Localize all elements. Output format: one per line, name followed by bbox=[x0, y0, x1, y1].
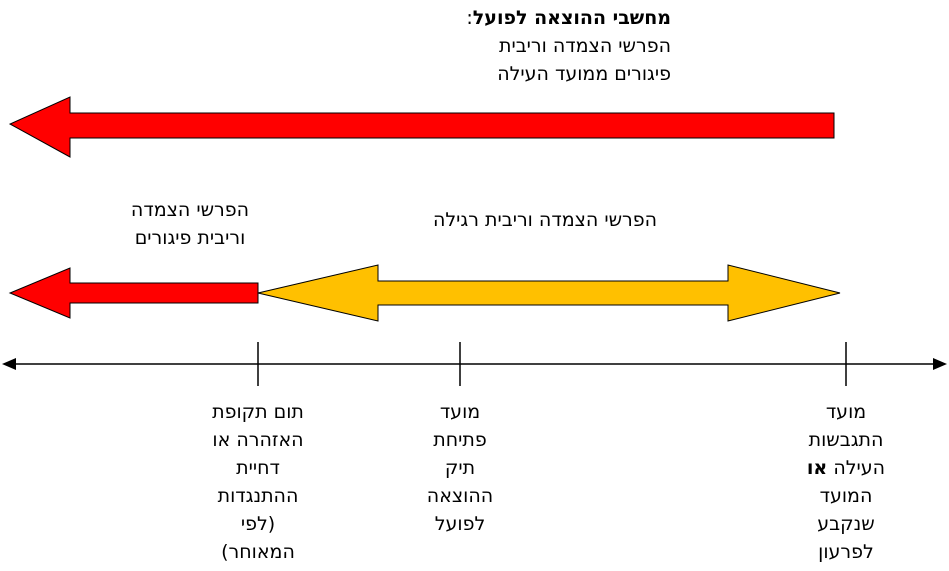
tick-label-right-line-4: המועד bbox=[819, 485, 873, 507]
tick-label-right-line-2: התגבשות bbox=[808, 429, 884, 451]
tick-label-right-line-3-bold: או bbox=[806, 457, 828, 479]
tick-label-left-line-2: האזהרה או bbox=[212, 429, 304, 451]
left-red-arrow bbox=[8, 267, 259, 319]
tick-label-middle: מועד פתיחת תיק ההוצאה לפועל bbox=[380, 398, 540, 538]
tick-label-left-line-5: (לפי bbox=[240, 513, 276, 535]
tick-label-left-line-1: תום תקופת bbox=[212, 401, 304, 423]
middle-label: הפרשי הצמדה וריבית רגילה bbox=[380, 206, 710, 234]
tick-label-middle-line-5: לפועל bbox=[434, 513, 486, 535]
top-red-arrow bbox=[8, 96, 835, 158]
middle-label-text: הפרשי הצמדה וריבית רגילה bbox=[432, 209, 658, 231]
tick-label-middle-line-2: פתיחת bbox=[433, 429, 487, 451]
tick-label-left: תום תקופת האזהרה או דחיית ההתנגדות (לפי … bbox=[158, 398, 358, 566]
timeline-right-arrowhead bbox=[933, 358, 947, 370]
tick-label-middle-line-4: ההוצאה bbox=[426, 485, 494, 507]
top-label-line-1: הפרשי הצמדה וריבית bbox=[498, 35, 671, 57]
timeline-left-arrowhead bbox=[2, 358, 16, 370]
tick-label-right-line-1: מועד bbox=[825, 401, 867, 423]
tick-label-middle-line-1: מועד bbox=[439, 401, 481, 423]
tick-label-right: מועד התגבשות העילה או המועד שנקבע לפרעון bbox=[766, 398, 926, 566]
top-label-line-2: פיגורים ממועד העילה bbox=[497, 63, 671, 85]
tick-label-left-line-3: דחיית bbox=[236, 457, 280, 479]
top-label-colon: : bbox=[466, 7, 473, 29]
tick-label-right-line-6: לפרעון bbox=[818, 541, 874, 563]
top-label: מחשבי ההוצאה לפועל: הפרשי הצמדה וריבית פ… bbox=[466, 4, 671, 88]
left-label: הפרשי הצמדה וריבית פיגורים bbox=[90, 196, 290, 252]
tick-label-right-line-3-text: העילה bbox=[833, 457, 886, 479]
tick-label-right-line-5: שנקבע bbox=[817, 513, 875, 535]
tick-label-middle-line-3: תיק bbox=[444, 457, 476, 479]
yellow-double-arrow bbox=[257, 264, 841, 322]
top-label-title: מחשבי ההוצאה לפועל bbox=[472, 7, 671, 29]
left-label-line-2: וריבית פיגורים bbox=[134, 227, 246, 249]
tick-label-left-line-4: ההתנגדות bbox=[217, 485, 299, 507]
tick-label-left-line-6: המאוחר) bbox=[221, 541, 295, 563]
left-label-line-1: הפרשי הצמדה bbox=[130, 199, 250, 221]
